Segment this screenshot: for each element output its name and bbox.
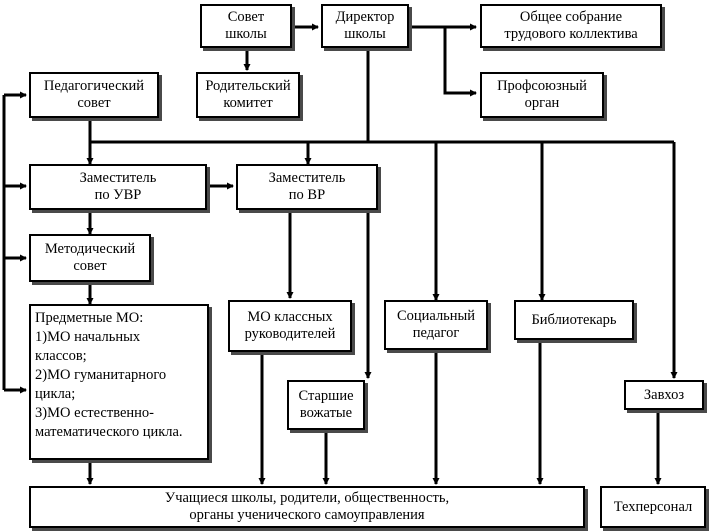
socialny-pedagog-box: Социальный педагог (384, 300, 488, 350)
metodichesky-sovet-box: Методический совет (29, 234, 151, 282)
direktor-box: Директор школы (321, 4, 409, 48)
zam-uvr-box: Заместитель по УВР (29, 164, 207, 210)
bibliotekar-box: Библиотекарь (514, 300, 634, 340)
obshchee-sobranie-box: Общее собрание трудового коллектива (480, 4, 662, 48)
starshie-vozhatye-box: Старшие вожатые (287, 380, 365, 430)
zavhoz-box: Завхоз (624, 380, 704, 410)
zam-vr-box: Заместитель по ВР (236, 164, 378, 210)
tehpersonal-box: Техперсонал (600, 486, 706, 528)
pedagogichesky-sovet-box: Педагогический совет (29, 72, 159, 118)
profsoyuzny-organ-box: Профсоюзный орган (480, 72, 604, 118)
mo-klassnyh-box: МО классных руководителей (228, 300, 352, 352)
predmetnye-mo-box: Предметные МО: 1)МО начальных классов; 2… (29, 304, 209, 460)
sovet-shkoly-box: Совет школы (200, 4, 292, 48)
roditelsky-komitet-box: Родительский комитет (196, 72, 300, 118)
link-direktor-profsoyuz (443, 27, 477, 97)
uchashchiesya-box: Учащиеся школы, родители, общественность… (29, 486, 585, 528)
